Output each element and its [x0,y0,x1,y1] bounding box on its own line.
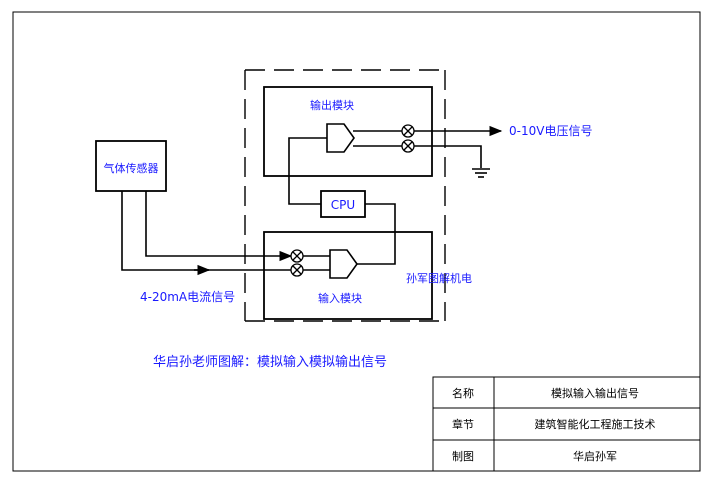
plc-enclosure [244,69,446,322]
input-terminal-1 [290,249,304,263]
diagram-caption: 华启孙老师图解：模拟输入模拟输出信号 [153,354,387,370]
title-block-value-name: 模拟输入输出信号 [551,386,639,400]
input-amplifier-icon [329,249,358,279]
title-block-value-drawn: 华启孙军 [573,449,617,463]
title-block-label-drawn: 制图 [452,450,474,463]
title-block-label-name: 名称 [452,386,474,400]
input-module-label: 输入模块 [318,291,362,305]
wiring [121,125,503,276]
title-block [432,376,701,472]
input-module-box [263,231,433,320]
output-terminal-1 [401,124,415,138]
watermark-label: 孙军图解机电 [406,271,472,285]
gas-sensor-label: 气体传感器 [104,161,159,175]
voltage-signal-label: 0-10V电压信号 [509,124,592,138]
gas-sensor-box [95,140,167,192]
output-terminal-2 [401,139,415,153]
title-block-label-chapter: 章节 [452,417,474,431]
input-terminal-2 [290,263,304,277]
cpu-label: CPU [331,198,355,212]
title-block-value-chapter: 建筑智能化工程施工技术 [535,417,656,431]
current-signal-label: 4-20mA电流信号 [140,290,235,304]
drawing-border [12,11,701,472]
ground-icon [472,168,490,178]
output-amplifier-icon [326,123,355,153]
output-module-label: 输出模块 [310,98,354,112]
